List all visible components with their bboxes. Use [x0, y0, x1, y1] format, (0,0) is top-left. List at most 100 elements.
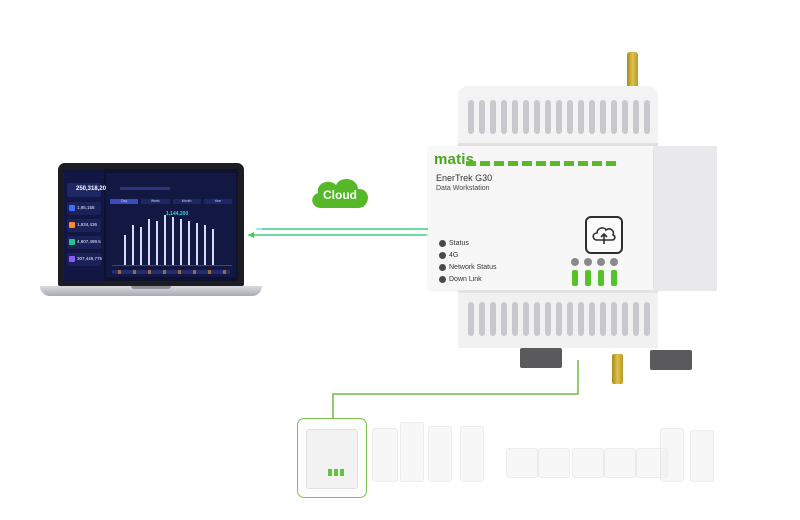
dashboard-chart-value: 1,144,200 — [166, 211, 189, 217]
vent-slot — [611, 302, 617, 336]
dashboard-card: 1,934,436 — [67, 219, 101, 232]
vent-slot — [589, 302, 595, 336]
vent-slot — [578, 100, 584, 134]
meter-module — [538, 448, 570, 478]
vent-slot — [644, 100, 650, 134]
status-led — [572, 270, 578, 286]
4g-led — [585, 270, 591, 286]
status-indicator-icon — [571, 258, 579, 266]
cloud-icon — [312, 179, 369, 208]
vent-slot — [479, 302, 485, 336]
vent-slot — [578, 302, 584, 336]
downlink-wire — [332, 360, 579, 420]
vent-slot — [534, 100, 540, 134]
dashboard-bar — [196, 223, 198, 265]
card-value: 307,446,775 — [77, 256, 103, 261]
tab-day: Day — [110, 199, 139, 204]
dashboard-card: 307,446,775 — [67, 253, 103, 266]
dashboard-bar — [124, 235, 126, 265]
antenna — [627, 52, 638, 92]
vent-slot — [622, 100, 628, 134]
tab-year: Year — [203, 199, 232, 204]
card-value: 4,807,499.5 — [77, 239, 101, 244]
vent-slot — [644, 302, 650, 336]
vent-slot — [556, 100, 562, 134]
dashboard-card: 1,95,158 — [67, 202, 101, 215]
status-label: Status — [449, 240, 469, 247]
dashboard-chart-axis — [112, 265, 232, 266]
dashboard-card: 4,807,499.5 — [67, 236, 101, 249]
mini-led — [334, 469, 338, 476]
network-indicator-icon — [597, 258, 605, 266]
status-legend-downlink: Down Link — [439, 276, 482, 283]
device-side — [653, 146, 717, 291]
terminal-block — [520, 348, 562, 368]
vent-slot — [468, 302, 474, 336]
dashboard-bar — [132, 225, 134, 265]
card-icon — [69, 256, 75, 262]
status-legend-status: Status — [439, 240, 469, 247]
meter-module — [690, 430, 714, 482]
network-led — [598, 270, 604, 286]
dashboard-bar — [156, 221, 158, 265]
selected-device-thumbnail — [297, 418, 367, 498]
antenna-connector — [612, 354, 623, 384]
downlink-icon — [439, 276, 446, 283]
dashboard-tabs: Day Week Month Year — [110, 199, 232, 204]
tab-month: Month — [172, 199, 201, 204]
card-icon — [69, 239, 75, 245]
status-label: 4G — [449, 252, 459, 259]
meter-module — [400, 422, 424, 482]
vent-slot — [589, 100, 595, 134]
vent-slot — [567, 100, 573, 134]
downlink-indicator-icon — [610, 258, 618, 266]
vent-slot — [501, 100, 507, 134]
dashboard-bar — [212, 229, 214, 265]
network-icon — [439, 264, 446, 271]
card-value: 1,95,158 — [77, 205, 95, 210]
status-icon — [439, 240, 446, 247]
meter-module — [572, 448, 604, 478]
vent-slot — [600, 100, 606, 134]
dashboard-total-value: 250,318,200 — [76, 186, 110, 192]
card-icon — [69, 222, 75, 228]
device-brand: matis — [434, 151, 475, 168]
vent-slot — [633, 302, 639, 336]
data-link-arrows — [248, 226, 440, 238]
vent-slot — [490, 302, 496, 336]
meter-module — [604, 448, 636, 478]
4g-icon — [439, 252, 446, 259]
dashboard-bar — [172, 217, 174, 265]
vent-slot — [468, 100, 474, 134]
terminal-block — [650, 350, 692, 370]
cloud-upload-button[interactable] — [585, 216, 623, 254]
status-legend-network: Network Status — [439, 264, 496, 271]
brand-dashed-line — [466, 161, 616, 166]
device-top-vents — [458, 86, 658, 146]
card-icon — [69, 205, 75, 211]
vent-slot — [545, 100, 551, 134]
laptop-notch — [131, 286, 171, 289]
meter-module — [428, 426, 452, 482]
vent-slot — [501, 302, 507, 336]
vent-slot — [567, 302, 573, 336]
dashboard-bar — [140, 227, 142, 265]
laptop-screen: 250,318,200 1,95,158 1,934,436 4,807,499… — [64, 169, 238, 281]
vent-slot — [523, 100, 529, 134]
dashboard-main: Day Week Month Year 1,144,200 — [106, 173, 236, 277]
card-value: 1,934,436 — [77, 222, 98, 227]
dashboard-bar — [180, 219, 182, 265]
4g-indicator-icon — [584, 258, 592, 266]
vent-slot — [600, 302, 606, 336]
vent-slot — [512, 100, 518, 134]
device-subtitle: Data Workstation — [436, 185, 490, 192]
mini-gateway — [306, 429, 358, 489]
meter-module — [372, 428, 398, 482]
device-bottom-vents — [458, 290, 658, 348]
cloud-label: Cloud — [323, 188, 357, 202]
vent-slot — [534, 302, 540, 336]
dashboard-bar — [188, 221, 190, 265]
mini-led — [328, 469, 332, 476]
vent-slot — [622, 302, 628, 336]
dashboard-sidebar: 250,318,200 1,95,158 1,934,436 4,807,499… — [64, 169, 109, 281]
